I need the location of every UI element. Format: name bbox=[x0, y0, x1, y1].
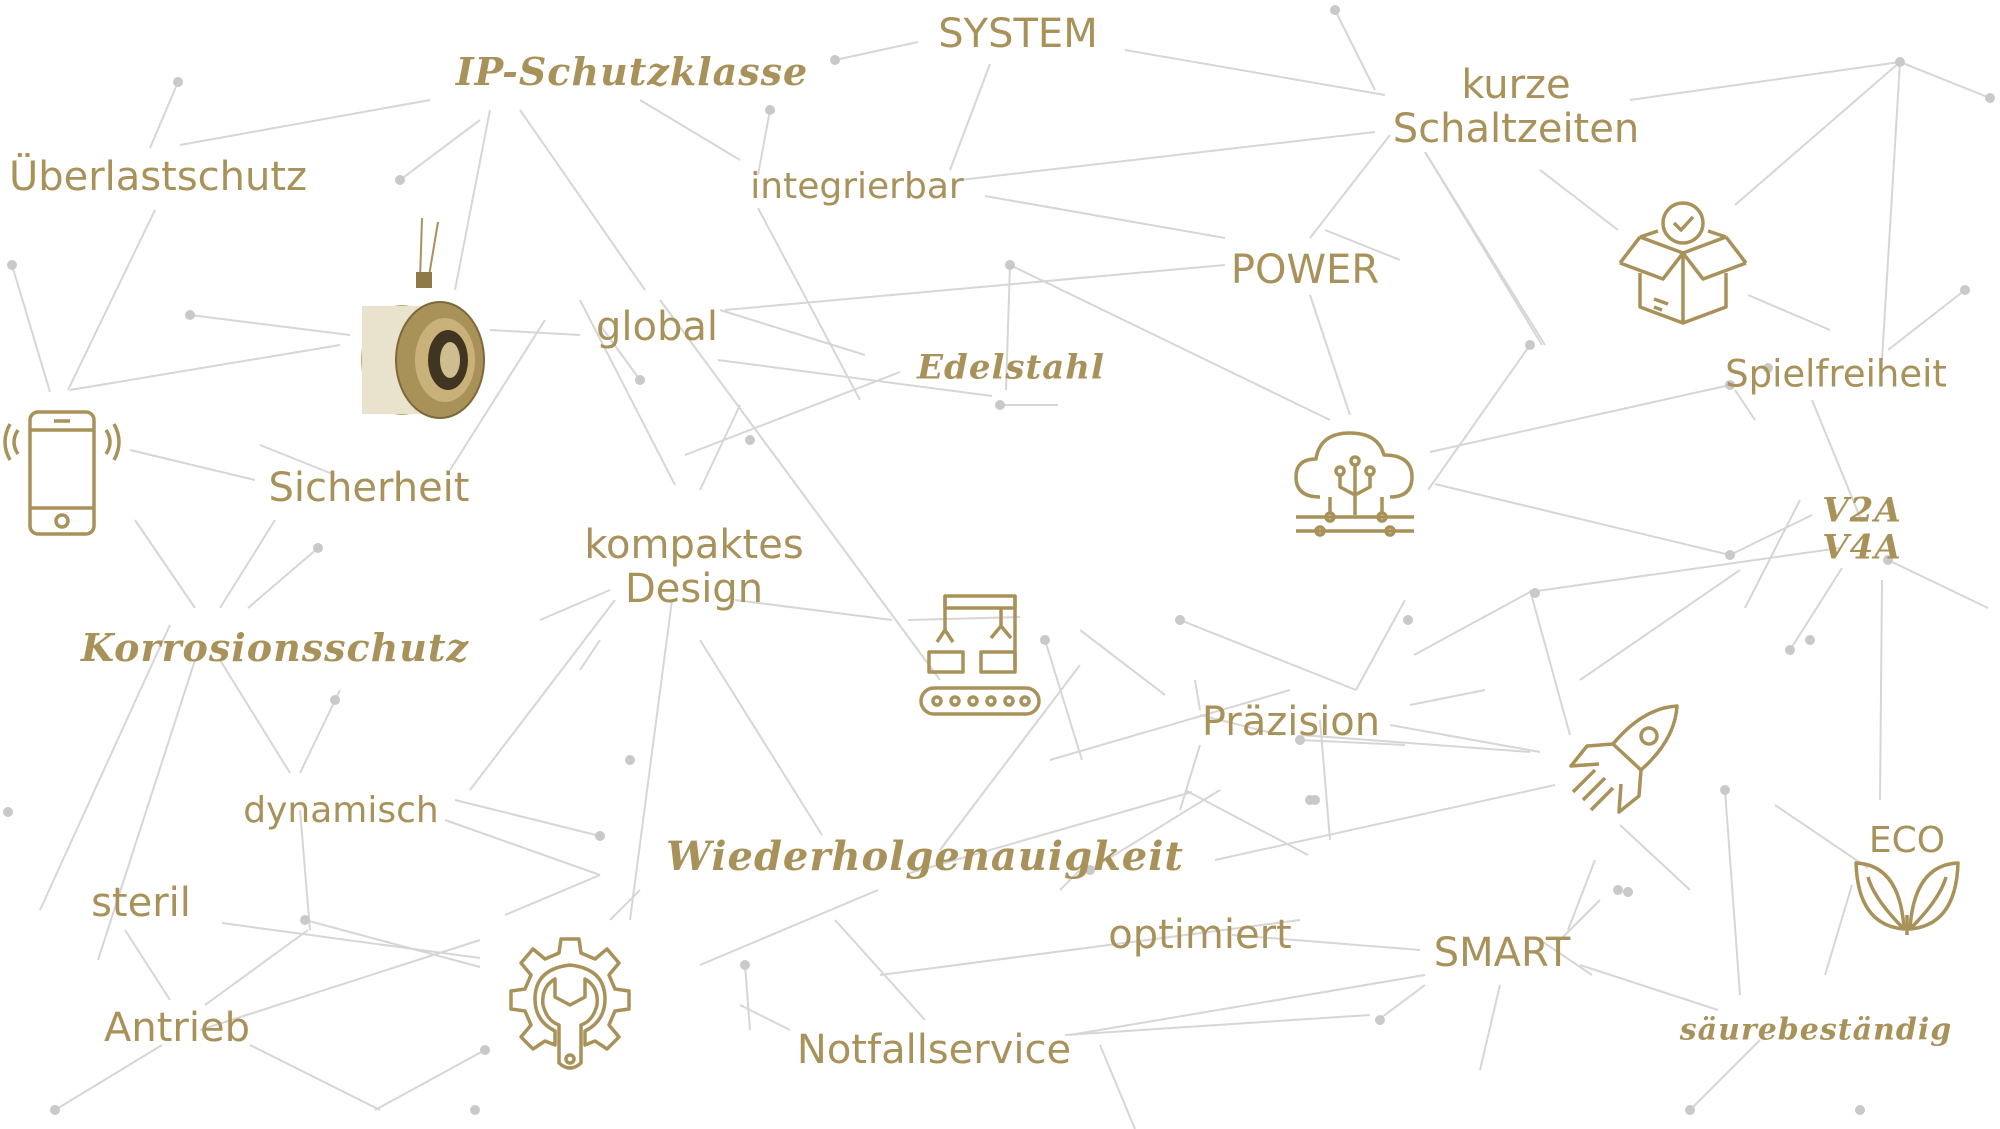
label-global: global bbox=[596, 304, 718, 350]
label-sicherheit: Sicherheit bbox=[268, 465, 470, 511]
label-smart: SMART bbox=[1433, 930, 1571, 976]
rocket-icon bbox=[1569, 704, 1679, 814]
leaves-icon bbox=[1854, 861, 1960, 935]
label-optimiert: optimiert bbox=[1108, 912, 1292, 958]
label-kompaktes-design: kompaktes Design bbox=[584, 522, 804, 612]
factory-robot-arm-icon bbox=[919, 594, 1041, 716]
label-kurze-schaltzeiten: kurze Schaltzeiten bbox=[1392, 62, 1640, 152]
label-wiederholgenauigkeit: Wiederholgenauigkeit bbox=[666, 833, 1184, 880]
label-spielfreiheit: Spielfreiheit bbox=[1725, 352, 1947, 396]
label-v2a-v4a: V2A V4A bbox=[1822, 490, 1902, 568]
label-antrieb: Antrieb bbox=[104, 1005, 250, 1051]
label-ip-schutzklasse: IP-Schutzklasse bbox=[455, 49, 809, 95]
label-system: SYSTEM bbox=[938, 11, 1098, 57]
label-notfallservice: Notfallservice bbox=[796, 1027, 1072, 1073]
label-ueberlastschutz: Überlastschutz bbox=[8, 154, 308, 200]
label-korrosionsschutz: Korrosionsschutz bbox=[80, 625, 470, 671]
label-edelstahl: Edelstahl bbox=[917, 347, 1105, 388]
clutch-product-image bbox=[361, 217, 485, 419]
label-power: POWER bbox=[1230, 247, 1380, 293]
cloud-circuit-icon bbox=[1294, 431, 1414, 537]
label-saeurebestaendig: säurebeständig bbox=[1679, 1012, 1953, 1048]
label-integrierbar: integrierbar bbox=[750, 166, 964, 208]
gear-wrench-icon bbox=[509, 937, 631, 1070]
label-praezision: Präzision bbox=[1201, 699, 1381, 745]
label-steril: steril bbox=[91, 880, 191, 926]
label-dynamisch: dynamisch bbox=[243, 790, 439, 832]
smartphone-icon bbox=[3, 410, 121, 536]
box-checkmark-icon bbox=[1618, 201, 1748, 325]
label-eco: ECO bbox=[1868, 820, 1946, 862]
